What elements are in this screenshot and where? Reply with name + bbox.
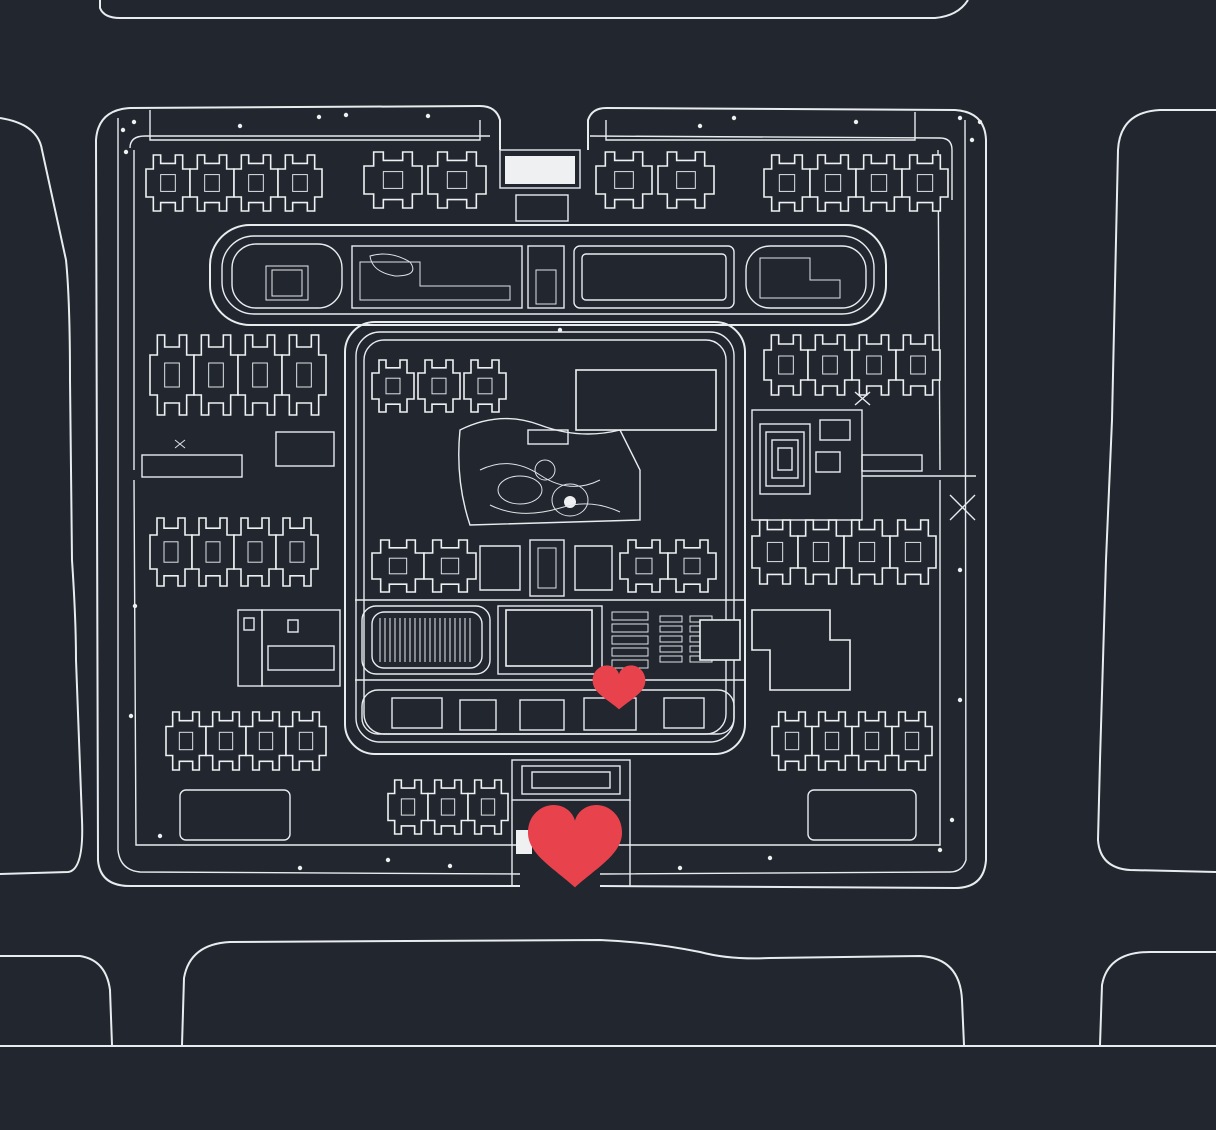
building-footprint: [467, 779, 509, 835]
building-footprint: [233, 517, 277, 587]
building-footprint: [277, 154, 323, 212]
heart-marker-large[interactable]: [527, 805, 623, 888]
site-boundary: [94, 104, 987, 890]
building-footprint: [763, 334, 809, 396]
central-ring-road: [344, 321, 746, 755]
east-plaza: [751, 391, 976, 521]
south-entrance: [499, 149, 631, 886]
sports-field-hatching: [379, 611, 713, 731]
building-footprint: [763, 154, 811, 212]
building-footprint: [851, 711, 893, 771]
north-ring-road: [209, 224, 887, 326]
building-footprint: [417, 359, 461, 413]
surrounding-roads: [0, 0, 1216, 1047]
building-footprint: [427, 779, 469, 835]
central-garden: [458, 417, 641, 597]
building-footprint: [145, 154, 191, 212]
building-footprint: [191, 517, 235, 587]
building-footprint: [889, 519, 937, 585]
building-footprint: [165, 711, 207, 771]
building-footprint: [281, 334, 327, 416]
building-footprint: [843, 519, 891, 585]
building-footprint: [463, 359, 507, 413]
building-footprint: [363, 151, 423, 209]
heart-marker-small[interactable]: [592, 665, 646, 710]
building-footprint: [657, 151, 715, 209]
building-footprint: [245, 711, 287, 771]
building-footprint: [285, 711, 327, 771]
building-footprint: [807, 334, 853, 396]
building-footprint: [423, 539, 477, 593]
building-footprint: [811, 711, 853, 771]
building-footprint: [809, 154, 857, 212]
building-footprint: [771, 711, 813, 771]
building-footprint: [387, 779, 429, 835]
building-footprint: [901, 154, 949, 212]
building-footprint: [891, 711, 933, 771]
building-footprint: [619, 539, 669, 593]
building-footprint: [895, 334, 941, 396]
building-footprint: [427, 151, 487, 209]
survey-points: [120, 112, 983, 871]
building-footprint: [667, 539, 717, 593]
building-footprint: [237, 334, 283, 416]
building-footprint: [149, 517, 193, 587]
building-footprint: [193, 334, 239, 416]
heart-icon: [592, 665, 646, 710]
building-footprint: [855, 154, 903, 212]
building-footprint: [371, 359, 415, 413]
building-footprint: [797, 519, 845, 585]
building-footprint: [751, 519, 799, 585]
residential-buildings: [145, 151, 949, 835]
building-footprint: [189, 154, 235, 212]
heart-icon: [527, 805, 623, 888]
west-facilities: [141, 431, 917, 841]
building-footprint: [275, 517, 319, 587]
building-footprint: [205, 711, 247, 771]
building-footprint: [149, 334, 195, 416]
building-footprint: [371, 539, 425, 593]
building-footprint: [851, 334, 897, 396]
building-footprint: [595, 151, 653, 209]
building-footprint: [233, 154, 279, 212]
